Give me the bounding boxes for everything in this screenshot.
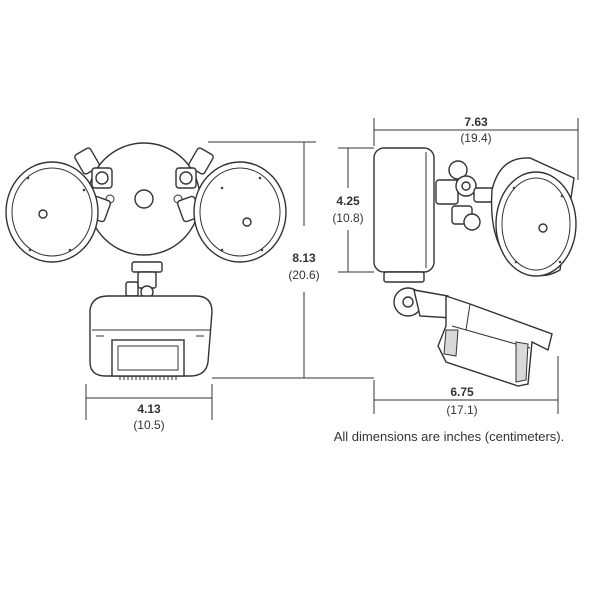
dim-total-height-inches: 8.13 (292, 251, 316, 265)
dim-top-width: 7.63 (19.4) (373, 115, 579, 180)
dim-side-depth-cm: (17.1) (446, 403, 477, 417)
front-motion-sensor (89, 295, 213, 380)
dim-front-width-cm: (10.5) (133, 418, 164, 432)
dim-upper-height-inches: 4.25 (336, 194, 360, 208)
front-right-lamp-head (193, 161, 287, 263)
side-lamp-head (490, 157, 577, 277)
dim-upper-height: 4.25 (10.8) (332, 147, 374, 273)
dim-top-width-cm: (19.4) (460, 131, 491, 145)
dim-top-width-inches: 7.63 (464, 115, 488, 129)
dim-total-height: 8.13 (20.6) (208, 141, 374, 379)
side-wall-plate (373, 147, 435, 273)
front-left-lamp-head (5, 161, 99, 263)
side-view (373, 147, 577, 387)
units-note: All dimensions are inches (centimeters). (334, 429, 564, 444)
dim-total-height-cm: (20.6) (288, 268, 319, 282)
front-mounting-screw (134, 189, 154, 209)
dim-side-depth: 6.75 (17.1) (373, 356, 559, 417)
side-motion-sensor (437, 295, 553, 387)
dim-upper-height-cm: (10.8) (332, 211, 363, 225)
side-knuckle-upper (435, 160, 497, 231)
front-sensor-stem (125, 261, 163, 299)
dim-front-width: 4.13 (10.5) (85, 384, 213, 432)
dim-side-depth-inches: 6.75 (450, 385, 474, 399)
front-view (5, 142, 287, 380)
dim-front-width-inches: 4.13 (137, 402, 161, 416)
side-sensor-stem (383, 271, 453, 319)
